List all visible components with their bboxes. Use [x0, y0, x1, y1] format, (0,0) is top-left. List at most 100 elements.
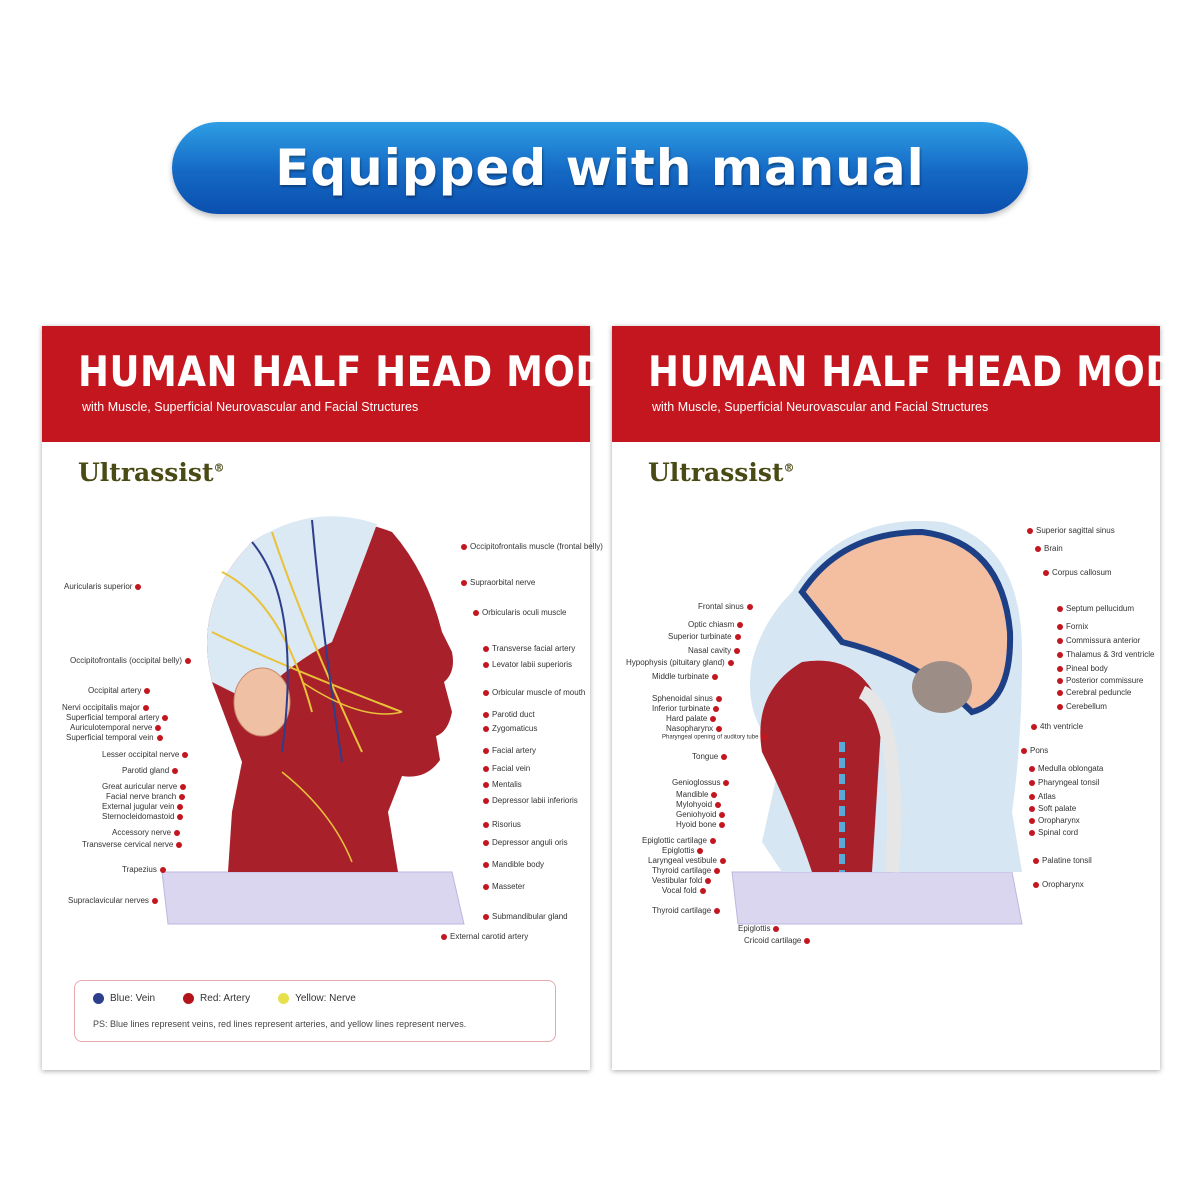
anatomy-label: Brain [1032, 544, 1063, 553]
right-label-column: Superior sagittal sinus Brain Corpus cal… [1010, 526, 1154, 906]
label-marker-dot [1033, 857, 1039, 864]
anatomy-label: Superior turbinate [668, 632, 744, 641]
brand-logo: Ultrassist® [78, 458, 225, 487]
label-marker-dot [483, 913, 489, 920]
anatomy-label: Facial artery [480, 746, 536, 755]
label-marker-dot [1021, 747, 1027, 754]
label-marker-dot [483, 747, 489, 754]
anatomy-label: Occipitofrontalis (occipital belly) [70, 656, 194, 665]
label-marker-dot [185, 657, 192, 664]
anatomy-label: Nasal cavity [688, 646, 743, 655]
anatomy-label: Superficial temporal artery [66, 713, 171, 722]
anatomy-label: Facial nerve branch [106, 792, 188, 801]
anatomy-label: Cricoid cartilage [744, 936, 813, 945]
right-label-column: Occipitofrontalis muscle (frontal belly)… [438, 542, 603, 942]
page-subtitle: with Muscle, Superficial Neurovascular a… [82, 400, 419, 414]
label-marker-dot [142, 704, 149, 711]
manual-page-right: HUMAN HALF HEAD MODEL with Muscle, Super… [612, 326, 1200, 1070]
anatomy-label: Thalamus & 3rd ventricle [1054, 650, 1154, 659]
anatomy-label: Hyoid bone [676, 820, 728, 829]
anatomy-label: Tongue [692, 752, 730, 761]
label-marker-dot [473, 609, 479, 616]
anatomy-label: Cerebellum [1054, 702, 1107, 711]
anatomy-label: Vestibular fold [652, 876, 714, 885]
anatomy-label: Superficial temporal vein [66, 733, 166, 742]
label-marker-dot [177, 813, 184, 820]
anatomy-label: Lesser occipital nerve [102, 750, 191, 759]
anatomy-label: Levator labii superioris [480, 660, 572, 669]
label-marker-dot [156, 734, 163, 741]
label-marker-dot [721, 753, 728, 760]
brand-logo: Ultrassist® [648, 458, 795, 487]
anatomy-label: Transverse cervical nerve [82, 840, 185, 849]
manual-banner: Equipped with manual [172, 122, 1028, 214]
label-marker-dot [483, 781, 489, 788]
label-marker-dot [1029, 779, 1035, 786]
anatomy-label: Cerebral peduncle [1054, 688, 1131, 697]
page-subtitle: with Muscle, Superficial Neurovascular a… [652, 400, 989, 414]
page-title: HUMAN HALF HEAD MODEL [78, 348, 657, 397]
anatomy-label: Submandibular gland [480, 912, 568, 921]
label-marker-dot [180, 783, 187, 790]
anatomy-label: Supraorbital nerve [458, 578, 535, 587]
label-marker-dot [483, 861, 489, 868]
legend-item-artery: Red: Artery [183, 993, 250, 1004]
anatomy-label: Transverse facial artery [480, 644, 575, 653]
anatomy-label: Superior sagittal sinus [1024, 526, 1115, 535]
anatomy-label: Mandible body [480, 860, 544, 869]
label-marker-dot [711, 673, 718, 680]
anatomy-label: Risorius [480, 820, 521, 829]
anatomy-label: Masseter [480, 882, 525, 891]
anatomy-label: Orbicularis oculi muscle [470, 608, 566, 617]
label-marker-dot [135, 583, 142, 590]
anatomy-label: Thyroid cartilage [652, 906, 723, 915]
label-marker-dot [1057, 605, 1063, 612]
label-marker-dot [715, 695, 722, 702]
label-marker-dot [1029, 817, 1035, 824]
anatomy-label: Laryngeal vestibule [648, 856, 729, 865]
anatomy-label: Medulla oblongata [1026, 764, 1103, 773]
label-marker-dot [159, 866, 166, 873]
anatomy-label: Epiglottis [738, 924, 782, 933]
label-marker-dot [483, 839, 489, 846]
label-marker-dot [155, 724, 162, 731]
anatomy-label: Depressor labii inferioris [480, 796, 578, 805]
label-marker-dot [176, 841, 183, 848]
label-marker-dot [483, 689, 489, 696]
anatomy-label: Orbicular muscle of mouth [480, 688, 585, 697]
label-marker-dot [1029, 829, 1035, 836]
label-marker-dot [746, 603, 753, 610]
anatomy-label: Nasopharynx [666, 724, 725, 733]
label-marker-dot [716, 725, 723, 732]
label-marker-dot [483, 661, 489, 668]
manual-page-left: HUMAN HALF HEAD MODEL with Muscle, Super… [42, 326, 656, 1070]
anatomy-label: Hard palate [666, 714, 719, 723]
anatomy-label: Geniohyoid [676, 810, 728, 819]
anatomy-label: Frontal sinus [698, 602, 756, 611]
page-header: HUMAN HALF HEAD MODEL with Muscle, Super… [612, 326, 1200, 442]
anatomy-label: Accessory nerve [112, 828, 183, 837]
label-marker-dot [773, 925, 780, 932]
anatomy-label: Sternocleidomastoid [102, 812, 186, 821]
label-marker-dot [734, 633, 741, 640]
sagittal-head-section-illustration [731, 520, 1023, 925]
anatomy-label: Fornix [1054, 622, 1088, 631]
label-marker-dot [483, 765, 489, 772]
anatomy-label: Vocal fold [662, 886, 709, 895]
legend-item-vein: Blue: Vein [93, 993, 155, 1004]
label-marker-dot [182, 751, 189, 758]
banner-text: Equipped with manual [275, 139, 925, 197]
label-marker-dot [1057, 689, 1063, 696]
label-marker-dot [714, 907, 721, 914]
label-marker-dot [719, 821, 726, 828]
anatomy-label: Great auricular nerve [102, 782, 189, 791]
anatomy-label: External jugular vein [102, 802, 186, 811]
label-marker-dot [710, 715, 717, 722]
label-marker-dot [723, 779, 730, 786]
anatomy-label: Pons [1018, 746, 1048, 755]
label-marker-dot [441, 933, 447, 940]
left-label-column: Frontal sinus Optic chiasm Superior turb… [622, 602, 768, 932]
label-marker-dot [172, 767, 179, 774]
label-marker-dot [711, 791, 718, 798]
anatomy-label: Middle turbinate [652, 672, 721, 681]
